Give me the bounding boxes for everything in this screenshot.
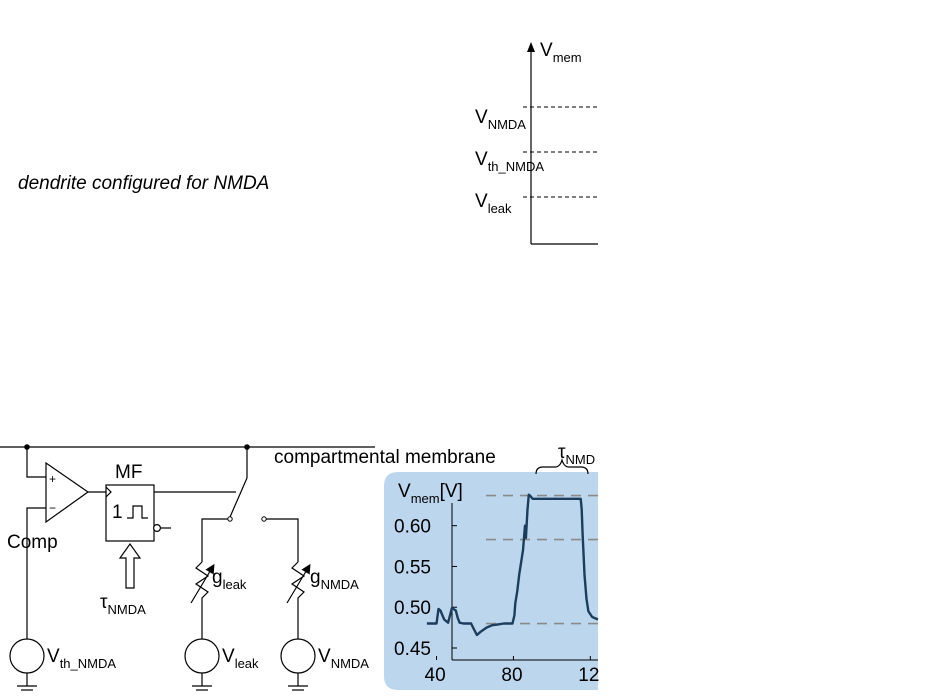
nmda-branch-wire <box>266 518 299 562</box>
leak-branch-wire <box>201 518 228 562</box>
measurement-panel: τNMD Vmem[V] 0.60 0.55 0.50 0.45 40 80 12 <box>384 442 599 690</box>
source-vth-nmda: Vth_NMDA <box>9 638 116 691</box>
x-ticks: 40 80 12 <box>425 656 599 686</box>
comparator-plus-wire <box>26 447 46 478</box>
inverted-output-bubble <box>153 523 162 532</box>
figure-caption: dendrite configured for NMDA <box>18 173 269 194</box>
source-vth-nmda-label: Vth_NMDA <box>47 646 116 671</box>
monoflop-inner-label: 1 <box>112 502 123 523</box>
membrane-label: compartmental membrane <box>274 447 496 468</box>
switch-contact-nmda <box>261 516 267 522</box>
comparator-plus-sign: + <box>49 472 56 486</box>
level-label-vth-nmda: Vth_NMDA <box>475 149 544 174</box>
g-leak-resistor-icon <box>194 561 210 639</box>
x-tick-label-1: 80 <box>501 665 522 686</box>
tau-nmda-label: τNMDA <box>100 592 146 617</box>
monoflop-label: MF <box>115 462 142 483</box>
tau-brace-icon <box>535 457 589 475</box>
y-tick-label-3: 0.45 <box>394 639 431 660</box>
source-vnmda-label: VNMDA <box>318 646 369 671</box>
source-vleak: Vleak <box>184 638 259 691</box>
switch-contact-leak <box>227 516 233 522</box>
schematic-vmem-plot: Vmem VNMDA Vth_NMDA Vleak <box>475 40 598 245</box>
selector-switch <box>227 447 267 522</box>
schematic-y-axis-label: Vmem <box>540 40 582 65</box>
y-tick-label-0: 0.60 <box>394 517 431 538</box>
monoflop: 1 MF <box>105 462 171 542</box>
x-tick-label-2: 12 <box>578 665 599 686</box>
y-tick-label-2: 0.50 <box>394 598 431 619</box>
x-tick-label-0: 40 <box>425 665 446 686</box>
y-tick-label-1: 0.55 <box>394 557 431 578</box>
clock-input-icon <box>105 486 112 498</box>
source-vnmda-icon <box>280 638 316 674</box>
circuit-schematic: compartmental membrane + − Comp 1 MF τNM… <box>0 444 496 691</box>
source-vleak-label: Vleak <box>222 646 259 671</box>
vmem-trace-line <box>426 493 599 637</box>
g-nmda-label: gNMDA <box>310 567 359 592</box>
level-label-vnmda: VNMDA <box>475 107 526 132</box>
source-vnmda: VNMDA <box>280 638 369 691</box>
g-nmda-variable-arrow-icon <box>286 563 311 604</box>
comparator-minus-sign: − <box>49 501 56 515</box>
comparator: + − Comp <box>7 461 90 553</box>
g-leak-variable-arrow-icon <box>190 563 215 604</box>
source-vleak-icon <box>184 638 220 674</box>
switch-blade <box>229 477 248 518</box>
g-leak-label: gleak <box>212 567 247 592</box>
chart-axes <box>451 503 598 661</box>
schematic-y-axis-arrow-icon <box>527 42 535 52</box>
tau-duration-label: τNMD <box>558 442 595 467</box>
g-nmda-resistor-icon <box>290 561 306 639</box>
chart-y-axis-label: Vmem[V] <box>398 481 463 506</box>
level-label-vleak: Vleak <box>475 191 512 216</box>
pulse-icon <box>127 505 148 519</box>
measurement-panel-background <box>384 472 598 690</box>
comparator-minus-wire <box>26 507 46 639</box>
source-vth-nmda-icon <box>9 638 45 674</box>
y-ticks: 0.60 0.55 0.50 0.45 <box>394 517 457 660</box>
comparator-label: Comp <box>7 532 58 553</box>
tau-hollow-arrow-icon <box>118 542 142 589</box>
